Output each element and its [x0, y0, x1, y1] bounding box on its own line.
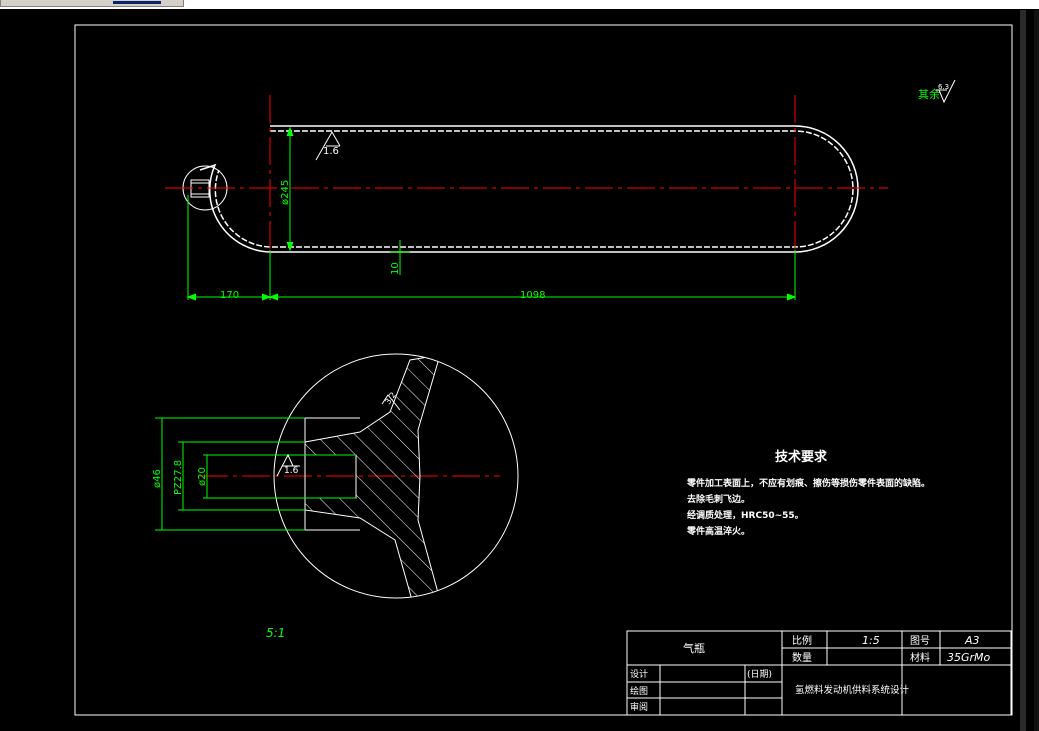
dim-pz: PZ27.8 — [173, 460, 184, 495]
detail-view — [155, 353, 519, 599]
scale-label: 比例 — [792, 634, 812, 647]
dim-d20: ø20 — [197, 467, 208, 486]
review-label: 审阅 — [630, 701, 648, 713]
roughness-symbol-default — [936, 79, 956, 104]
qty-label: 数量 — [792, 651, 812, 664]
date-label: (日期) — [747, 669, 772, 680]
roughness-default-value: 6.3 — [938, 83, 949, 91]
dim-main-length: 1098 — [520, 290, 545, 301]
dimensions-main — [186, 126, 797, 301]
tech-line-4: 零件高温淬火。 — [686, 525, 750, 537]
drawing-no-label: 图号 — [910, 635, 930, 647]
tech-line-1: 零件加工表面上，不应有划痕、擦伤等损伤零件表面的缺陷。 — [686, 477, 930, 489]
window-border-right — [1034, 10, 1039, 731]
dim-d46: ø46 — [152, 469, 163, 488]
part-name: 气瓶 — [683, 641, 705, 655]
tab-highlight — [113, 1, 161, 4]
project-title: 氢燃料发动机供料系统设计 — [795, 684, 910, 696]
tech-line-2: 去除毛刺飞边。 — [687, 493, 750, 505]
drawing-no-value: A3 — [964, 634, 980, 647]
dim-wall: 10 — [390, 262, 401, 275]
draw-label: 绘图 — [630, 685, 648, 697]
window-tab[interactable] — [0, 0, 184, 7]
title-block — [626, 630, 1012, 716]
centerlines — [165, 95, 888, 477]
roughness-default-note: 其余 — [918, 87, 940, 101]
scale-value: 1:5 — [862, 634, 880, 647]
roughness-main-value: 1.6 — [323, 146, 339, 157]
scrollbar-track[interactable] — [1020, 10, 1026, 731]
detail-scale: 5:1 — [266, 626, 285, 640]
material-value: 35GrMo — [947, 651, 991, 664]
tech-line-3: 经调质处理，HRC50~55。 — [687, 509, 804, 521]
tech-title: 技术要求 — [775, 449, 828, 465]
material-label: 材料 — [910, 651, 930, 664]
window-top-strip — [0, 0, 1039, 9]
roughness-detail-bore: 1.6 — [284, 466, 299, 476]
dim-left-length: 170 — [220, 290, 239, 301]
design-label: 设计 — [630, 668, 648, 680]
drawing-frame — [74, 24, 1013, 716]
roughness-symbol-main — [315, 130, 341, 161]
dim-diameter: ø245 — [280, 180, 291, 205]
